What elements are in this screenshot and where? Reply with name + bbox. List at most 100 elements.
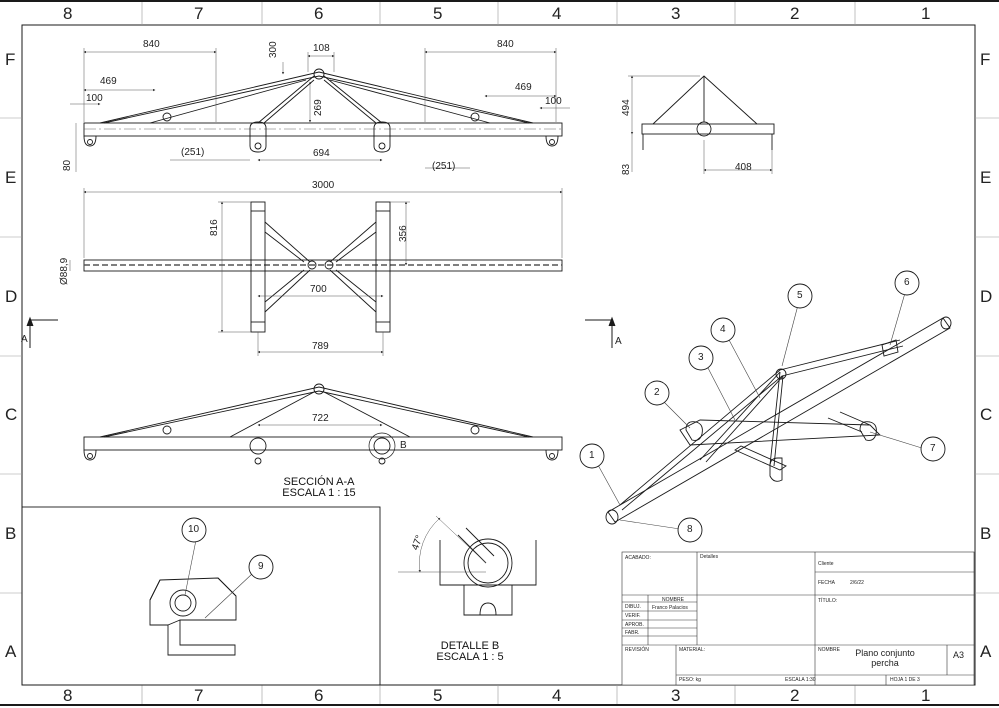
tb-nombre-header: NOMBRE [662,597,684,603]
zone-col-8-top: 8 [63,4,73,23]
dim-269: 269 [313,99,324,116]
dim-251-left: (251) [181,147,205,158]
dim-408: 408 [735,162,752,173]
tb-aprob: APROB. [625,622,644,628]
dim-722: 722 [312,413,329,424]
zone-row-b-right: B [980,524,992,543]
balloon-1: 1 [589,450,595,461]
zone-col-2-top: 2 [790,4,800,23]
tb-acabado: ACABADO: [625,555,651,561]
balloon-5: 5 [797,290,803,301]
side-view [641,75,775,150]
zone-col-8-bottom: 8 [63,686,73,705]
tb-titulo: TÍTULO: [818,598,838,604]
tb-material: MATERIAL: [679,647,706,653]
section-title: SECCIÓN A-A [283,476,355,488]
zone-col-4-top: 4 [552,4,562,23]
zone-col-2-bottom: 2 [790,686,800,705]
balloon-6: 6 [904,277,910,288]
balloon-3: 3 [698,352,704,363]
tb-fabr: FABR. [625,630,640,636]
dim-108: 108 [313,43,330,54]
dim-83: 83 [621,163,632,175]
title-block [621,551,975,686]
dim-469-right: 469 [515,82,532,93]
zone-col-3-bottom: 3 [671,686,681,705]
balloon-10: 10 [188,524,200,535]
dim-diameter: Ø88,9 [59,257,70,285]
zone-col-1-bottom: 1 [921,686,931,705]
balloon-circles [181,270,946,580]
tb-drawing-title: Plano conjunto percha [855,648,915,668]
top-view-dims [69,188,563,356]
dim-100-right: 100 [545,96,562,107]
balloon-9: 9 [258,561,264,572]
tb-escala: ESCALA 1:30 [785,677,816,683]
detail-b-view [439,527,537,616]
front-view [83,68,563,153]
dim-251-right: (251) [432,161,456,172]
tb-dibuj-name: Franco Palacios [652,605,688,611]
dim-840-right: 840 [497,39,514,50]
zone-col-5-top: 5 [433,4,443,23]
tb-peso: PESO: kg [679,677,701,683]
tb-detalles: Detalles [700,554,719,560]
balloon-leaders [184,292,926,619]
zone-row-b-left: B [5,524,17,543]
zone-row-a-left: A [5,642,17,661]
zone-row-c-left: C [5,405,18,424]
section-scale: ESCALA 1 : 15 [282,487,356,499]
tb-cliente: Cliente [818,561,834,567]
detail-mark-b: B [400,440,407,451]
zone-row-c-right: C [980,405,993,424]
balloon-4: 4 [720,324,726,335]
dim-816: 816 [209,219,220,236]
front-view-dims [70,48,570,172]
zone-row-f-left: F [5,50,16,69]
zone-row-d-right: D [980,287,993,306]
dim-840-left: 840 [143,39,160,50]
dim-494: 494 [621,99,632,116]
detail-b-dims [398,515,487,573]
zone-col-4-bottom: 4 [552,686,562,705]
top-view [83,201,563,333]
detail-scale: ESCALA 1 : 5 [436,651,504,663]
dim-789: 789 [312,341,329,352]
detail-title: DETALLE B [440,640,500,652]
section-mark-right: A [615,336,622,347]
dim-469-left: 469 [100,76,117,87]
part-detail-view [21,506,381,686]
tb-dibuj: DIBUJ. [625,604,641,610]
dim-3000: 3000 [312,180,335,191]
dim-694: 694 [313,148,330,159]
dim-356: 356 [398,225,409,242]
section-markers [26,316,616,348]
dim-100-left: 100 [86,93,103,104]
isometric-view [605,316,952,525]
zone-col-3-top: 3 [671,4,681,23]
tb-verif: VERIF. [625,613,641,619]
section-mark-left: A [21,334,28,345]
zone-col-6-bottom: 6 [314,686,324,705]
zone-row-f-right: F [980,50,991,69]
dim-700: 700 [310,284,327,295]
zone-row-a-right: A [980,642,992,661]
tb-hoja: HOJA 1 DE 3 [890,677,920,683]
tb-fecha-value: 2/6/22 [850,580,864,586]
tb-nombre-label: NOMBRE [818,647,840,653]
dim-300: 300 [268,41,279,58]
side-view-dims [628,75,773,174]
tb-size: A3 [953,650,965,660]
dim-80: 80 [62,159,73,171]
zone-row-d-left: D [5,287,18,306]
zone-col-7-bottom: 7 [194,686,204,705]
tb-fecha: FECHA [818,580,835,586]
section-view [83,383,563,465]
zone-row-e-right: E [980,168,992,187]
zone-col-6-top: 6 [314,4,324,23]
zone-row-e-left: E [5,168,17,187]
balloon-7: 7 [930,443,936,454]
